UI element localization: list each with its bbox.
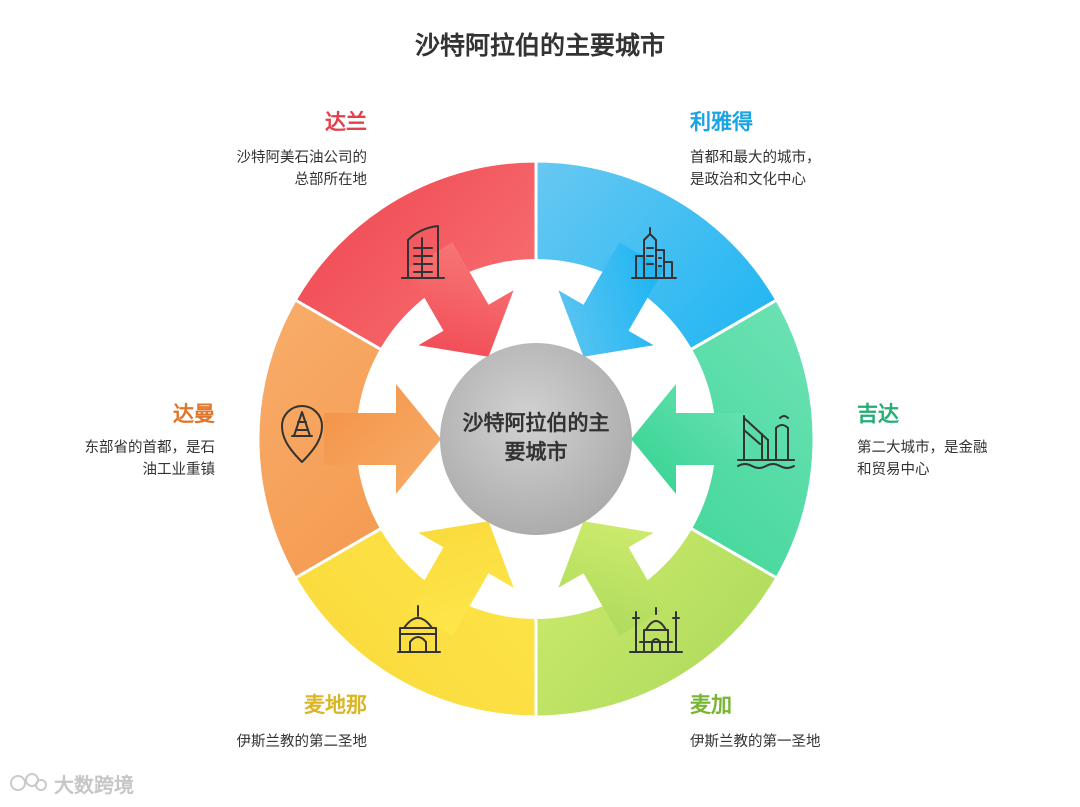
city-desc-line: 沙特阿美石油公司的 [236,150,368,166]
city-name-dhahran: 达兰 [325,110,367,134]
watermark-text: 大数跨境 [54,772,134,797]
city-desc-line: 首都和最大的城市， [690,150,821,166]
city-desc-line: 是政治和文化中心 [690,172,806,188]
city-name-jeddah: 吉达 [857,402,899,426]
city-desc-medina: 伊斯兰教的第二圣地 [150,731,368,753]
city-desc-dhahran: 沙特阿美石油公司的 总部所在地 [190,147,368,191]
city-name-medina: 麦地那 [304,693,367,717]
city-desc-line: 总部所在地 [294,172,368,188]
mosque-icon [629,607,683,653]
center-label-line-1: 沙特阿拉伯的主 [463,411,610,435]
city-name-mecca: 麦加 [690,693,732,717]
watermark: 大数跨境 [8,768,134,798]
city-desc-line: 伊斯兰教的第二圣地 [236,734,368,750]
watermark-logo-icon [10,773,47,791]
center-label-line-2: 要城市 [505,440,568,464]
city-desc-line: 油工业重镇 [142,462,216,478]
city-desc-mecca: 伊斯兰教的第一圣地 [690,731,821,753]
page-title: 沙特阿拉伯的主要城市 [414,31,665,60]
port-crane-icon [737,415,795,469]
city-name-riyadh: 利雅得 [690,110,753,134]
arrow-mecca [558,521,665,636]
city-skyline-icon [631,227,677,279]
city-desc-line: 伊斯兰教的第一圣地 [690,734,821,750]
city-desc-line: 和贸易中心 [857,462,930,478]
city-name-dammam: 达曼 [173,402,215,426]
city-desc-line: 第二大城市，是金融 [857,440,988,456]
arrow-dammam [324,384,441,494]
arrow-riyadh [558,242,665,357]
oil-rig-location-icon [281,405,323,463]
city-desc-dammam: 东部省的首都，是石 油工业重镇 [40,437,216,481]
arrow-jeddah [631,384,748,494]
city-desc-riyadh: 首都和最大的城市， 是政治和文化中心 [690,147,821,191]
skyscraper-icon [401,225,445,279]
city-desc-line: 东部省的首都，是石 [84,440,216,456]
arrow-dhahran [407,242,514,357]
city-desc-jeddah: 第二大城市，是金融 和贸易中心 [857,437,988,481]
arrow-medina [407,521,514,636]
gate-icon [397,605,441,653]
center-circle [440,343,632,535]
